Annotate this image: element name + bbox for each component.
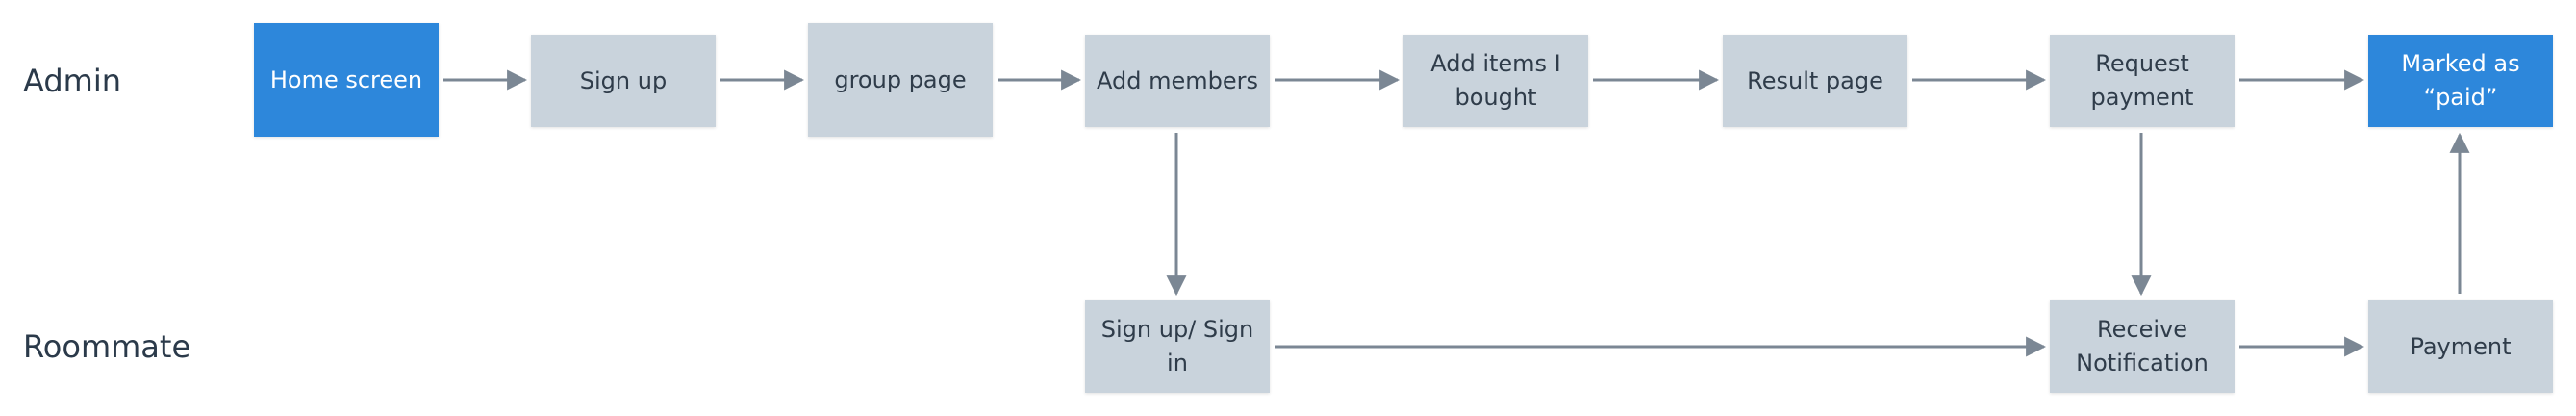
node-add-items: Add items I bought xyxy=(1403,35,1588,127)
node-sign-up: Sign up xyxy=(531,35,716,127)
node-home-screen: Home screen xyxy=(254,23,439,137)
node-receive-notification: Receive Notification xyxy=(2050,300,2235,393)
node-group-page: group page xyxy=(808,23,993,137)
node-request-payment: Request payment xyxy=(2050,35,2235,127)
node-add-members: Add members xyxy=(1085,35,1270,127)
node-marked-paid: Marked as “paid” xyxy=(2368,35,2553,127)
node-sign-up-in: Sign up/ Sign in xyxy=(1085,300,1270,393)
node-result-page: Result page xyxy=(1723,35,1907,127)
lane-label-admin: Admin xyxy=(23,63,121,99)
node-payment: Payment xyxy=(2368,300,2553,393)
lane-label-roommate: Roommate xyxy=(23,328,191,365)
